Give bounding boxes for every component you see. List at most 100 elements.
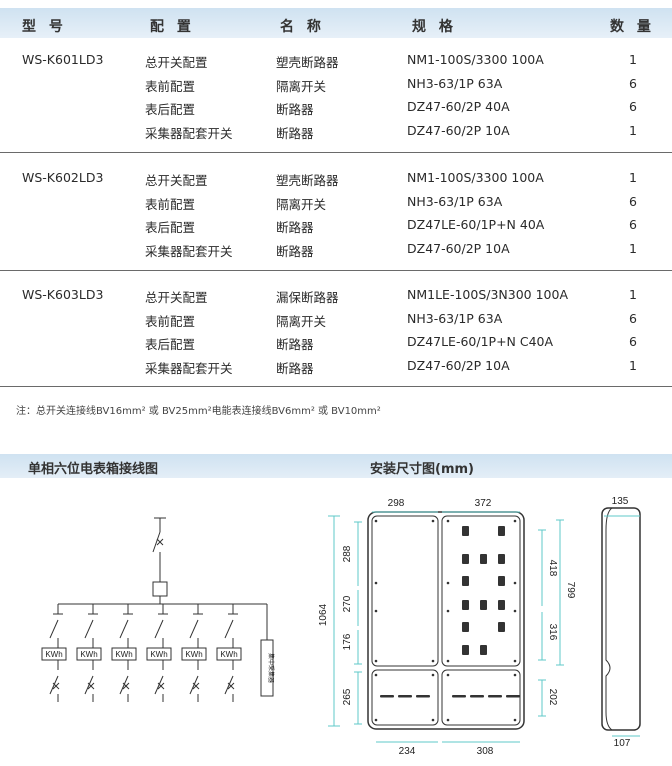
dim-lower: 265 <box>342 688 353 705</box>
spec-cell: NH3-63/1P 63A <box>407 310 503 326</box>
dim-upper-1: 288 <box>342 545 353 562</box>
config-cell: 表后配置 <box>145 337 196 352</box>
breaker-block <box>498 600 505 610</box>
collector-label: 集中采集器 <box>267 653 275 683</box>
breaker-block <box>480 645 487 655</box>
dim-right-total: 799 <box>565 582 576 599</box>
group-divider <box>0 152 672 153</box>
screw-dot <box>431 659 435 663</box>
cabinet-right-upper-door <box>441 515 521 667</box>
qty-cell: 1 <box>629 122 637 138</box>
qty-cell: 6 <box>629 310 637 326</box>
config-cell: 总开关配置 <box>145 55 208 70</box>
name-cell: 隔离开关 <box>276 78 327 94</box>
wiring-diagram-title: 单相六位电表箱接线图 <box>28 462 159 477</box>
kwh-meter-label: KWh <box>45 650 62 659</box>
name-cell: 断路器 <box>276 243 314 259</box>
model-cell: WS-K603LD3 <box>22 287 104 302</box>
name-cell: 漏保断路器 <box>276 290 339 305</box>
qty-cell: 1 <box>629 357 637 373</box>
breaker-block <box>462 645 469 655</box>
screw-dot <box>446 581 450 585</box>
breaker-block <box>480 554 487 564</box>
spec-cell: DZ47-60/2P 10A <box>407 240 510 256</box>
dim-side-depth-top: 135 <box>612 496 629 507</box>
section-band <box>0 454 672 478</box>
breaker-block <box>462 526 469 536</box>
screw-dot <box>374 609 378 613</box>
screw-dot <box>374 659 378 663</box>
dim-bottom-right-width: 308 <box>477 746 494 757</box>
screw-dot <box>513 673 517 677</box>
screw-dot <box>431 718 435 722</box>
screw-dot <box>513 519 517 523</box>
group-divider <box>0 386 672 387</box>
header-spec: 规 格 <box>412 19 457 35</box>
config-cell: 表前配置 <box>145 196 196 212</box>
config-cell: 表后配置 <box>145 102 196 117</box>
spec-cell: NH3-63/1P 63A <box>407 75 503 91</box>
cabinet-front-outline <box>367 511 525 730</box>
screw-dot <box>431 673 435 677</box>
meter-window-bar <box>398 695 412 698</box>
screw-dot <box>446 659 450 663</box>
qty-cell: 6 <box>629 217 637 232</box>
qty-cell: 6 <box>629 99 637 114</box>
spec-cell: DZ47LE-60/1P+N 40A <box>407 217 545 232</box>
dim-bottom-left-width: 234 <box>399 746 416 757</box>
name-cell: 断路器 <box>276 360 314 376</box>
dim-right-mid: 316 <box>547 624 558 641</box>
collector-box <box>260 639 274 697</box>
screw-dot <box>513 609 517 613</box>
screw-dot <box>374 718 378 722</box>
dim-right-upper: 418 <box>547 560 558 577</box>
wiring-note: 注：总开关连接线BV16mm² 或 BV25mm²电能表连接线BV6mm² 或 … <box>16 406 381 417</box>
model-cell: WS-K601LD3 <box>22 52 104 67</box>
name-cell: 塑壳断路器 <box>276 55 339 70</box>
config-cell: 总开关配置 <box>145 290 208 305</box>
name-cell: 隔离开关 <box>276 313 327 329</box>
meter-window-bar <box>470 695 484 698</box>
config-cell: 表前配置 <box>145 78 196 94</box>
kwh-meter-label: KWh <box>115 650 132 659</box>
spec-cell: NM1-100S/3300 100A <box>407 170 544 185</box>
breaker-block <box>498 526 505 536</box>
cabinet-left-upper-door <box>371 515 439 667</box>
kwh-meter-box <box>111 647 137 661</box>
breaker-block <box>462 600 469 610</box>
qty-cell: 6 <box>629 334 637 349</box>
kwh-meter-label: KWh <box>185 650 202 659</box>
dimension-diagram-title: 安装尺寸图(mm) <box>370 462 474 477</box>
meter-window-bar <box>416 695 430 698</box>
table-header-band <box>0 8 672 38</box>
group-divider <box>0 270 672 271</box>
spec-cell: NH3-63/1P 63A <box>407 193 503 209</box>
config-cell: 表前配置 <box>145 313 196 329</box>
kwh-meter-label: KWh <box>80 650 97 659</box>
screw-dot <box>374 673 378 677</box>
meter-window-bar <box>452 695 466 698</box>
breaker-block <box>462 576 469 586</box>
name-cell: 塑壳断路器 <box>276 173 339 188</box>
qty-cell: 1 <box>629 170 637 185</box>
spec-cell: NM1LE-100S/3N300 100A <box>407 287 569 302</box>
screw-dot <box>446 519 450 523</box>
screw-dot <box>446 673 450 677</box>
spec-cell: DZ47LE-60/1P+N C40A <box>407 334 554 349</box>
name-cell: 断路器 <box>276 337 314 352</box>
kwh-meter-box <box>181 647 207 661</box>
breaker-block <box>462 554 469 564</box>
kwh-meter-label: KWh <box>150 650 167 659</box>
header-name: 名 称 <box>280 19 325 35</box>
screw-dot <box>446 609 450 613</box>
screw-dot <box>513 659 517 663</box>
screw-dot <box>374 581 378 585</box>
spec-cell: DZ47-60/2P 40A <box>407 99 510 114</box>
dim-side-depth-bottom: 107 <box>614 738 631 749</box>
config-cell: 采集器配套开关 <box>145 243 233 259</box>
kwh-meter-box <box>76 647 102 661</box>
spec-cell: NM1-100S/3300 100A <box>407 52 544 67</box>
kwh-meter-label: KWh <box>220 650 237 659</box>
